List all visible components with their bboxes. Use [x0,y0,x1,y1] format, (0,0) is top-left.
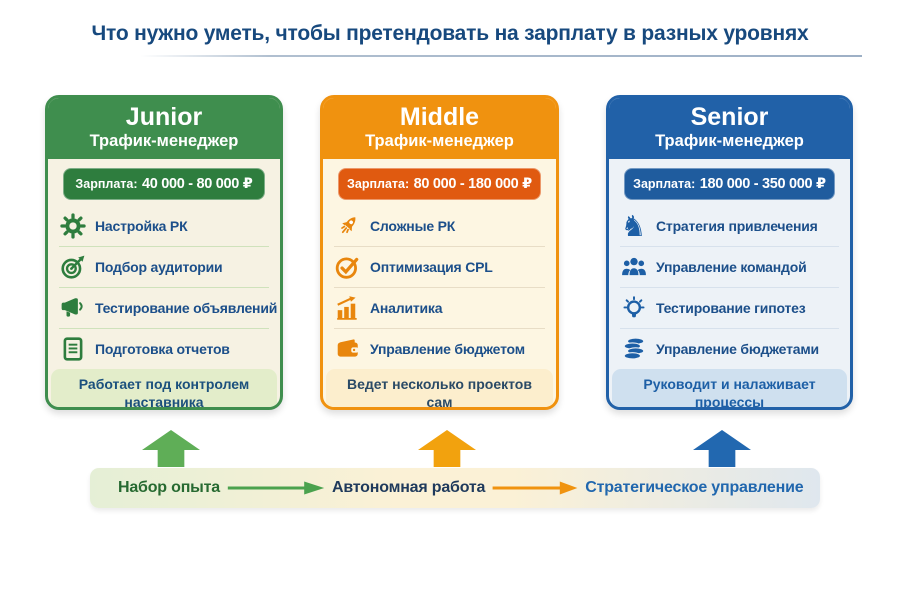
skill-label: Управление командой [656,259,807,276]
skill-label: Тестирование объявлений [95,300,278,317]
skill-label: Подготовка отчетов [95,341,230,358]
skill-item: Подготовка отчетов [59,328,269,369]
skill-label: Сложные РК [370,218,456,235]
skill-item: Аналитика [334,287,545,328]
salary-value: 180 000 - 350 000 ₽ [699,176,826,193]
skill-label: Аналитика [370,300,443,317]
coins-icon [620,336,647,363]
card-middle-header: Middle Трафик-менеджер [323,98,556,160]
skill-label: Управление бюджетом [370,341,525,358]
skill-label: Управление бюджетами [656,341,819,358]
skill-item: Подбор аудитории [59,246,269,287]
skill-label: Стратегия привлечения [656,218,818,235]
salary-badge: Зарплата: 80 000 - 180 000 ₽ [338,168,541,201]
right-arrow-icon-green [227,481,325,495]
skill-item: Управление бюджетами [620,328,839,369]
team-icon [620,254,647,281]
card-junior: Junior Трафик-менеджер Зарплата: 40 000 … [45,95,283,410]
role-subtitle: Трафик-менеджер [655,131,804,150]
salary-label: Зарплата: [633,177,696,192]
role-subtitle: Трафик-менеджер [89,131,239,150]
lightbulb-icon [620,295,647,322]
right-arrow-icon-orange [492,481,578,495]
stage-label-autonomy: Автономная работа [331,479,486,496]
skill-item: Оптимизация CPL [334,246,545,287]
skill-label: Подбор аудитории [95,259,223,276]
card-footer-note: Ведет несколько проектов сам [326,369,553,407]
check-circle-icon [334,254,361,281]
skill-label: Тестирование гипотез [656,300,806,317]
skill-label: Оптимизация CPL [370,259,493,276]
level-title: Junior [125,103,203,131]
salary-value: 40 000 - 80 000 ₽ [141,176,253,193]
card-senior-header: Senior Трафик-менеджер [609,98,850,160]
skill-item: Сложные РК [334,206,545,246]
card-junior-header: Junior Трафик-менеджер [48,98,280,160]
page-title: Что нужно уметь, чтобы претендовать на з… [91,22,809,45]
salary-value: 80 000 - 180 000 ₽ [413,176,533,193]
rocket-icon [334,213,361,240]
skill-item: Управление бюджетом [334,328,545,369]
bar-chart-icon [334,295,361,322]
gear-icon [59,213,86,240]
document-icon [59,336,86,363]
stage-label-strategy: Стратегическое управление [585,479,804,496]
level-title: Middle [399,103,480,131]
card-middle: Middle Трафик-менеджер Зарплата: 80 000 … [320,95,559,410]
salary-label: Зарплата: [75,177,138,192]
progression-bar: Набор опыта Автономная работа Стратегиче… [90,468,820,508]
wallet-icon [334,336,361,363]
salary-badge: Зарплата: 40 000 - 80 000 ₽ [63,168,265,201]
level-title: Senior [690,103,769,131]
card-senior: Senior Трафик-менеджер Зарплата: 180 000… [606,95,853,410]
salary-badge: Зарплата: 180 000 - 350 000 ₽ [624,168,835,201]
skill-label: Настройка РК [95,218,188,235]
skill-list: ♞ Стратегия привлечения Управление коман… [609,206,850,369]
skill-item: ♞ Стратегия привлечения [620,206,839,246]
skill-item: Настройка РК [59,206,269,246]
megaphone-icon [59,295,86,322]
skill-item: Тестирование объявлений [59,287,277,328]
up-arrow-icon-middle [418,430,476,467]
target-icon [59,254,86,281]
up-arrow-icon-junior [142,430,200,467]
skill-list: Настройка РК Подбор аудитории Тестирован… [48,206,280,369]
up-arrow-icon-senior [693,430,751,467]
skill-item: Тестирование гипотез [620,287,839,328]
chess-knight-icon: ♞ [620,209,647,244]
salary-label: Зарплата: [347,177,410,192]
skill-item: Управление командой [620,246,839,287]
skill-list: Сложные РК Оптимизация CPL Аналитика Упр… [323,206,556,369]
stage-label-experience: Набор опыта [118,479,220,496]
role-subtitle: Трафик-менеджер [365,131,514,150]
card-footer-note: Работает под контролем наставника [51,369,277,407]
title-underline [140,55,862,57]
card-footer-note: Руководит и налаживает процессы [612,369,847,407]
